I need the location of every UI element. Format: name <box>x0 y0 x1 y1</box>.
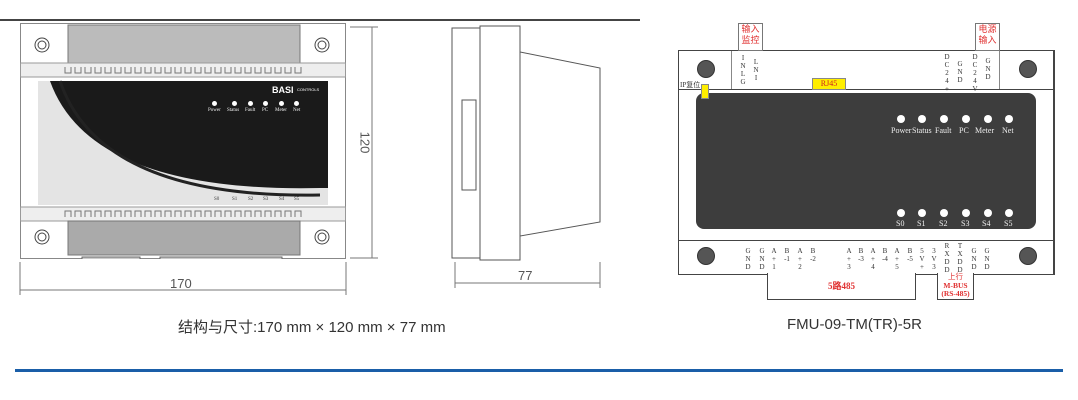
led-indicator <box>1005 209 1013 217</box>
led-indicator <box>232 101 237 106</box>
bottom-pin-label: B-4 <box>882 247 888 263</box>
front-view: BASI CONTROLS Power Status Fault PC Mete… <box>20 23 346 259</box>
front-brand-sub: CONTROLS <box>297 87 320 92</box>
footer-accent-line <box>15 369 1063 372</box>
side-view-drawing <box>451 25 601 261</box>
bottom-pin-label: GND <box>971 247 977 271</box>
channel-label: S5 <box>1004 219 1013 228</box>
dimension-lines <box>19 25 601 295</box>
bottom-pin-label: A+5 <box>894 247 900 271</box>
bottom-pin-label: GND <box>745 247 751 271</box>
led-indicator <box>248 101 253 106</box>
led-indicator <box>1005 115 1013 123</box>
front-view-drawing <box>20 23 346 259</box>
mounting-hole <box>1019 247 1037 265</box>
channel-label: S3 <box>961 219 970 228</box>
channel-label: S1 <box>232 197 238 202</box>
led-indicator <box>897 209 905 217</box>
ip-reset-button <box>701 84 709 99</box>
led-indicator <box>279 101 284 106</box>
bottom-pin-label: 3V3 <box>931 247 937 271</box>
bottom-pin-label: B-2 <box>810 247 816 263</box>
rj45-port: RJ45 <box>812 78 846 90</box>
channel-label: S4 <box>279 197 285 202</box>
dimensions-caption: 结构与尺寸:170 mm × 120 mm × 77 mm <box>178 319 446 336</box>
led-label: Meter <box>275 108 287 113</box>
uplink-line: M-BUS <box>943 280 968 290</box>
led-indicator <box>918 209 926 217</box>
channel-label: S5 <box>294 197 300 202</box>
channel-label: S2 <box>248 197 254 202</box>
led-label: Status <box>912 126 932 135</box>
uplink-line: 上行 <box>948 272 963 281</box>
power-input-label: 电源输入 <box>975 23 1000 51</box>
bottom-pin-label: B-3 <box>858 247 864 263</box>
led-indicator <box>940 115 948 123</box>
led-label: Power <box>208 108 221 113</box>
bottom-pin-label: A+2 <box>797 247 803 271</box>
top-rule <box>0 19 640 21</box>
dimension-width-label: 170 <box>170 276 192 291</box>
top-terminal-strip <box>679 51 1053 90</box>
bottom-pin-label: TXDD <box>957 242 963 274</box>
uplink-mbus-label: 上行 M-BUS (RS-485) <box>937 272 974 300</box>
bottom-pin-label: GND <box>984 247 990 271</box>
led-label: Net <box>293 108 301 113</box>
led-indicator <box>962 115 970 123</box>
channel-label: S4 <box>982 219 991 228</box>
mounting-hole <box>697 247 715 265</box>
mounting-hole <box>1019 60 1037 78</box>
led-indicator <box>918 115 926 123</box>
dimension-depth-label: 77 <box>518 268 533 283</box>
led-label: Fault <box>935 126 952 135</box>
led-label: Power <box>891 126 912 135</box>
dimension-height-label: 120 <box>357 131 373 154</box>
channel-label: S0 <box>214 197 220 202</box>
bottom-pin-label: A+4 <box>870 247 876 271</box>
led-indicator <box>897 115 905 123</box>
led-indicator <box>962 209 970 217</box>
led-label: Status <box>227 108 240 113</box>
led-label: PC <box>959 126 969 135</box>
led-indicator <box>984 115 992 123</box>
top-pin-label: INLG <box>740 54 746 86</box>
input-monitor-label: 输入监控 <box>738 23 763 51</box>
top-pin-label: LNI <box>753 58 759 82</box>
bottom-terminal-strip <box>679 240 1053 275</box>
ip-reset-label: IP复位 <box>680 81 701 89</box>
top-pin-label: GND <box>985 57 991 81</box>
channel-label: S2 <box>939 219 948 228</box>
led-indicator <box>984 209 992 217</box>
channel-label: S1 <box>917 219 926 228</box>
top-pin-label: GND <box>957 60 963 84</box>
bottom-pin-label: A+1 <box>771 247 777 271</box>
led-indicator <box>294 101 299 106</box>
bottom-pin-label: GND <box>759 247 765 271</box>
divider <box>999 51 1000 89</box>
divider <box>731 51 732 89</box>
channel-label: S0 <box>896 219 905 228</box>
model-caption: FMU-09-TM(TR)-5R <box>787 316 922 333</box>
bottom-pin-label: B-5 <box>907 247 913 263</box>
front-panel <box>696 93 1036 229</box>
mounting-hole <box>697 60 715 78</box>
led-indicator <box>263 101 268 106</box>
led-indicator <box>212 101 217 106</box>
led-label: Meter <box>975 126 995 135</box>
bottom-pin-label: 5V+ <box>919 247 925 271</box>
led-label: Fault <box>245 108 256 113</box>
led-indicator <box>940 209 948 217</box>
led-label: PC <box>262 108 269 113</box>
channel-label: S3 <box>263 197 269 202</box>
top-pin-label: DC24+ <box>944 53 950 93</box>
top-pin-label: DC24V <box>972 53 978 93</box>
front-brand: BASI <box>272 85 294 95</box>
uplink-line: (RS-485) <box>941 289 970 298</box>
bottom-pin-label: B-1 <box>784 247 790 263</box>
led-label: Net <box>1002 126 1014 135</box>
bottom-pin-label: RXDD <box>944 242 950 274</box>
rs485-group-label: 5路485 <box>767 273 916 300</box>
bottom-pin-label: A+3 <box>846 247 852 271</box>
terminal-schematic <box>678 50 1055 275</box>
